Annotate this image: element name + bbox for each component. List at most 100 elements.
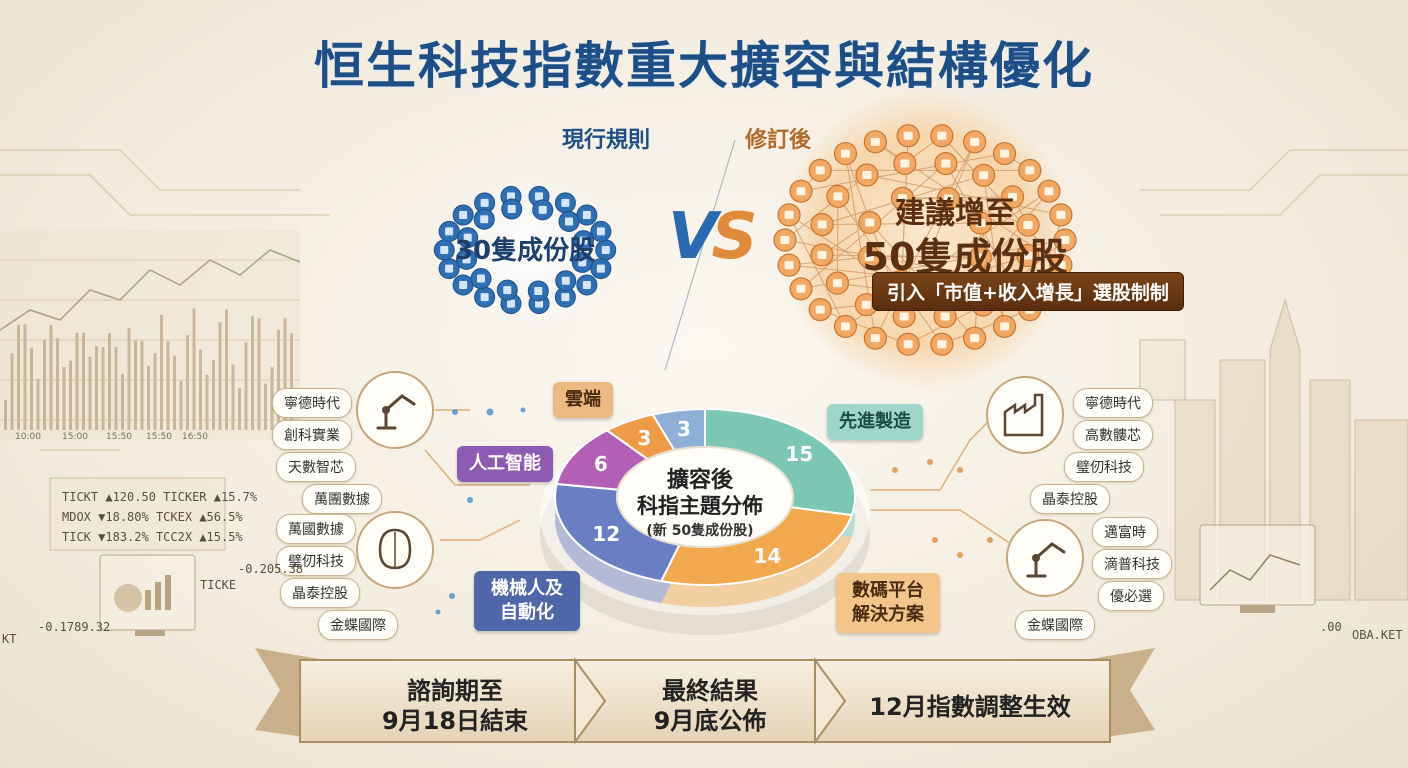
vs-s: S: [711, 200, 758, 274]
step1-line1: 諮詢期至: [407, 677, 503, 705]
timeline-step-consultation: 諮詢期至 9月18日結束: [360, 676, 550, 736]
constituent-glyph: [506, 299, 515, 308]
constituent-glyph: [535, 192, 544, 201]
constituent-glyph: [507, 205, 516, 214]
left-company-pill: 萬國數據: [276, 514, 356, 544]
constituent-glyph: [565, 217, 574, 226]
constituent-glyph: [476, 274, 485, 283]
left-company-pill: 璧仞科技: [276, 546, 356, 576]
page-title: 恒生科技指數重大擴容與結構優化: [314, 37, 1094, 95]
right-monitor: [1199, 524, 1316, 613]
right-company-pill: 滴普科技: [1092, 549, 1172, 579]
constituent-glyph: [1023, 221, 1033, 230]
axis-time: 15:00: [62, 432, 88, 442]
constituent-glyph: [480, 198, 489, 207]
constituent-glyph: [975, 253, 985, 262]
constituent-glyph: [817, 220, 827, 229]
revised-rule-badge: 引入「市值+收入增長」選股制制: [872, 272, 1184, 311]
constituent-glyph: [900, 159, 910, 168]
constituent-glyph: [561, 293, 570, 302]
constituent-glyph: [445, 264, 454, 273]
donut-subtitle: 科指主題分佈: [637, 494, 763, 518]
constituent-glyph: [1056, 210, 1066, 219]
timeline-step-effective: 12月指數調整生效: [869, 693, 1071, 721]
constituent-glyph: [937, 131, 947, 140]
constituent-glyph: [596, 264, 605, 273]
constituent-glyph: [480, 215, 489, 224]
theme-label-digital-platform: 數碼平台解決方案: [836, 573, 940, 633]
ticker-row: MDOX ▼18.80% TCKEX ▲56.5%: [62, 510, 243, 524]
step2-line2: 9月底公佈: [653, 707, 767, 735]
donut-value-label: 15: [785, 441, 814, 466]
constituent-glyph: [596, 227, 605, 236]
revised-rules-label: 修訂後: [745, 128, 812, 153]
left-company-pill: 寧德時代: [272, 388, 352, 418]
right-company-pill: 璧仞科技: [1064, 452, 1144, 482]
constituent-glyph: [817, 250, 827, 259]
left-company-pill: 創科實業: [272, 420, 352, 450]
step1-line2: 9月18日結束: [381, 707, 529, 735]
donut-value-label: 3: [676, 417, 691, 442]
constituent-glyph: [1025, 166, 1035, 175]
ticker-row: TICK ▼183.2% TCC2X ▲15.5%: [62, 530, 243, 544]
constituent-glyph: [1023, 251, 1033, 260]
constituent-glyph: [870, 137, 880, 146]
current-count: 30隻成份股: [454, 236, 596, 266]
constituent-glyph: [780, 236, 790, 244]
constituent-glyph: [941, 159, 951, 168]
constituent-glyph: [445, 227, 454, 236]
constituent-glyph: [784, 210, 794, 219]
constituent-glyph: [561, 198, 570, 207]
theme-label-ai: 人工智能: [457, 446, 553, 482]
constituent-glyph: [833, 192, 843, 201]
constituent-glyph: [459, 211, 468, 220]
constituent-glyph: [815, 166, 825, 175]
constituent-glyph: [784, 261, 794, 270]
constituent-glyph: [840, 149, 850, 158]
constituent-glyph: [862, 170, 872, 179]
axis-time: 15:50: [146, 432, 172, 442]
left-company-pill: 萬團數據: [302, 484, 382, 514]
constituent-glyph: [861, 300, 871, 309]
constituent-glyph: [940, 312, 950, 321]
left-stock-chart: [0, 230, 301, 440]
brain-chip-icon: [356, 511, 434, 589]
constituent-glyph: [462, 255, 471, 264]
constituent-glyph: [459, 280, 468, 289]
step2-line1: 最終結果: [662, 677, 758, 705]
donut-value-label: 3: [637, 425, 652, 450]
timeline-ribbon: [255, 648, 1155, 746]
left-company-pill: 晶泰控股: [280, 578, 360, 608]
constituent-glyph: [463, 233, 472, 242]
revised-line1: 建議增至: [895, 196, 1015, 231]
left-monitor: [49, 477, 226, 636]
ticker-text: -0.205.38: [238, 562, 304, 576]
theme-label-robotics: 機械人及自動化: [474, 571, 580, 631]
right-company-pill: 寧德時代: [1073, 388, 1153, 418]
constituent-glyph: [970, 137, 980, 146]
constituent-glyph: [796, 284, 806, 293]
constituent-glyph: [970, 334, 980, 343]
ticker-text: OBA.KET: [1352, 628, 1403, 642]
current-constituents-cluster: [433, 185, 617, 315]
axis-time: 15:50: [106, 432, 132, 442]
constituent-glyph: [561, 276, 570, 285]
constituent-glyph: [534, 286, 543, 295]
constituent-glyph: [506, 192, 515, 201]
constituent-glyph: [903, 131, 913, 140]
right-company-pill: 晶泰控股: [1030, 484, 1110, 514]
right-company-pill: 優必選: [1098, 581, 1164, 611]
axis-time: 10:00: [15, 432, 41, 442]
axis-time: 16:50: [182, 432, 208, 442]
vs-badge: VS: [668, 200, 758, 274]
constituent-glyph: [582, 280, 591, 289]
constituent-glyph: [832, 279, 842, 288]
current-rules-label: 現行規則: [562, 128, 651, 153]
constituent-glyph: [535, 299, 544, 308]
constituent-glyph: [903, 340, 913, 349]
right-company-pill: 邁富時: [1092, 517, 1158, 547]
constituent-glyph: [865, 218, 875, 227]
ticker-row: TICKT ▲120.50 TICKER ▲15.7%: [62, 490, 258, 504]
robot-arm-icon-left: [356, 371, 434, 449]
constituent-glyph: [943, 194, 953, 203]
